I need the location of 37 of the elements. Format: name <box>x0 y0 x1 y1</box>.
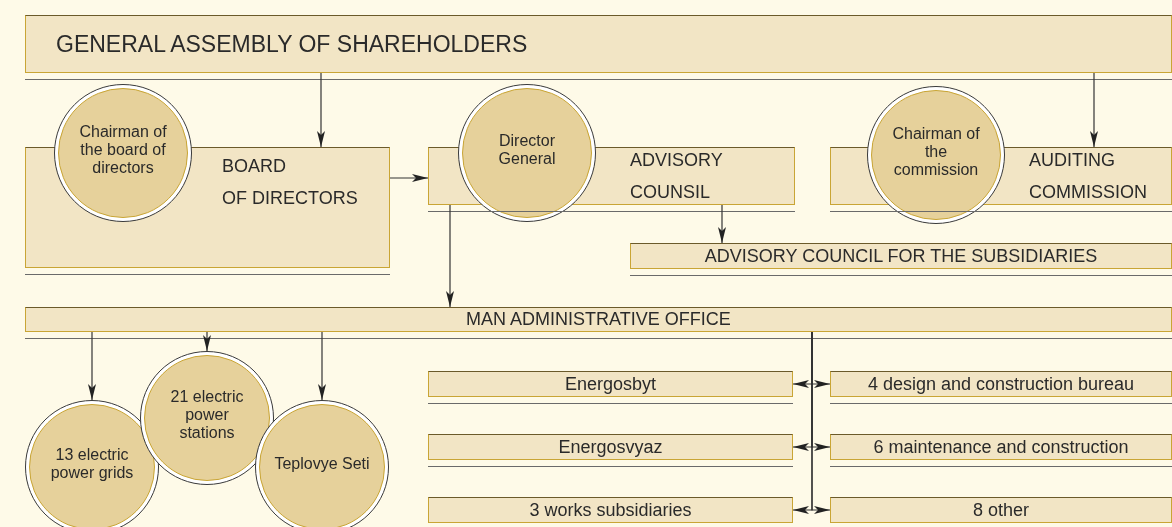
arrow <box>203 331 211 352</box>
box-label: 8 other <box>972 498 1029 522</box>
box-label: Energosvyaz <box>558 435 663 459</box>
arrow <box>1090 72 1098 148</box>
arrow <box>317 72 325 148</box>
org-box <box>428 434 793 460</box>
box-label: BOARD <box>222 155 287 178</box>
box-label: Energosbyt <box>564 372 657 396</box>
org-box <box>830 497 1172 523</box>
box-label: OF DIRECTORS <box>222 187 359 210</box>
arrow <box>811 331 831 514</box>
org-box <box>25 307 1172 332</box>
box-label: ADVISORY COUNSIL <box>630 149 724 204</box>
arrow <box>88 331 96 401</box>
org-box <box>830 434 1172 460</box>
arrow <box>446 204 454 308</box>
box-label: AUDITING COMMISSION <box>1029 149 1148 204</box>
circle-label: Teplovye Seti <box>274 455 370 473</box>
box-label: GENERAL ASSEMBLY OF SHAREHOLDERS <box>56 29 528 59</box>
circle-label: Director General <box>497 132 557 168</box>
arrow <box>718 204 726 244</box>
circle-label: Chairman of the commission <box>891 125 981 179</box>
box-label: 6 maintenance and construction <box>873 435 1129 459</box>
box-label: 4 design and construction bureau <box>867 372 1135 396</box>
arrow <box>389 174 429 182</box>
circle-label: 13 electric power grids <box>49 446 135 482</box>
org-box <box>428 497 793 523</box>
box-label: MAN ADMINISTRATIVE OFFICE <box>466 308 731 331</box>
box-label: ADVISORY COUNCIL FOR THE SUBSIDIARIES <box>704 244 1098 268</box>
org-box <box>630 243 1172 269</box>
org-box <box>25 15 1172 73</box>
circle-label: Chairman of the board of directors <box>78 123 168 177</box>
circle-label: 21 electric power stations <box>169 388 245 442</box>
arrow <box>318 331 326 401</box>
org-box <box>830 371 1172 397</box>
org-box <box>428 371 793 397</box>
box-label: 3 works subsidiaries <box>529 498 692 522</box>
